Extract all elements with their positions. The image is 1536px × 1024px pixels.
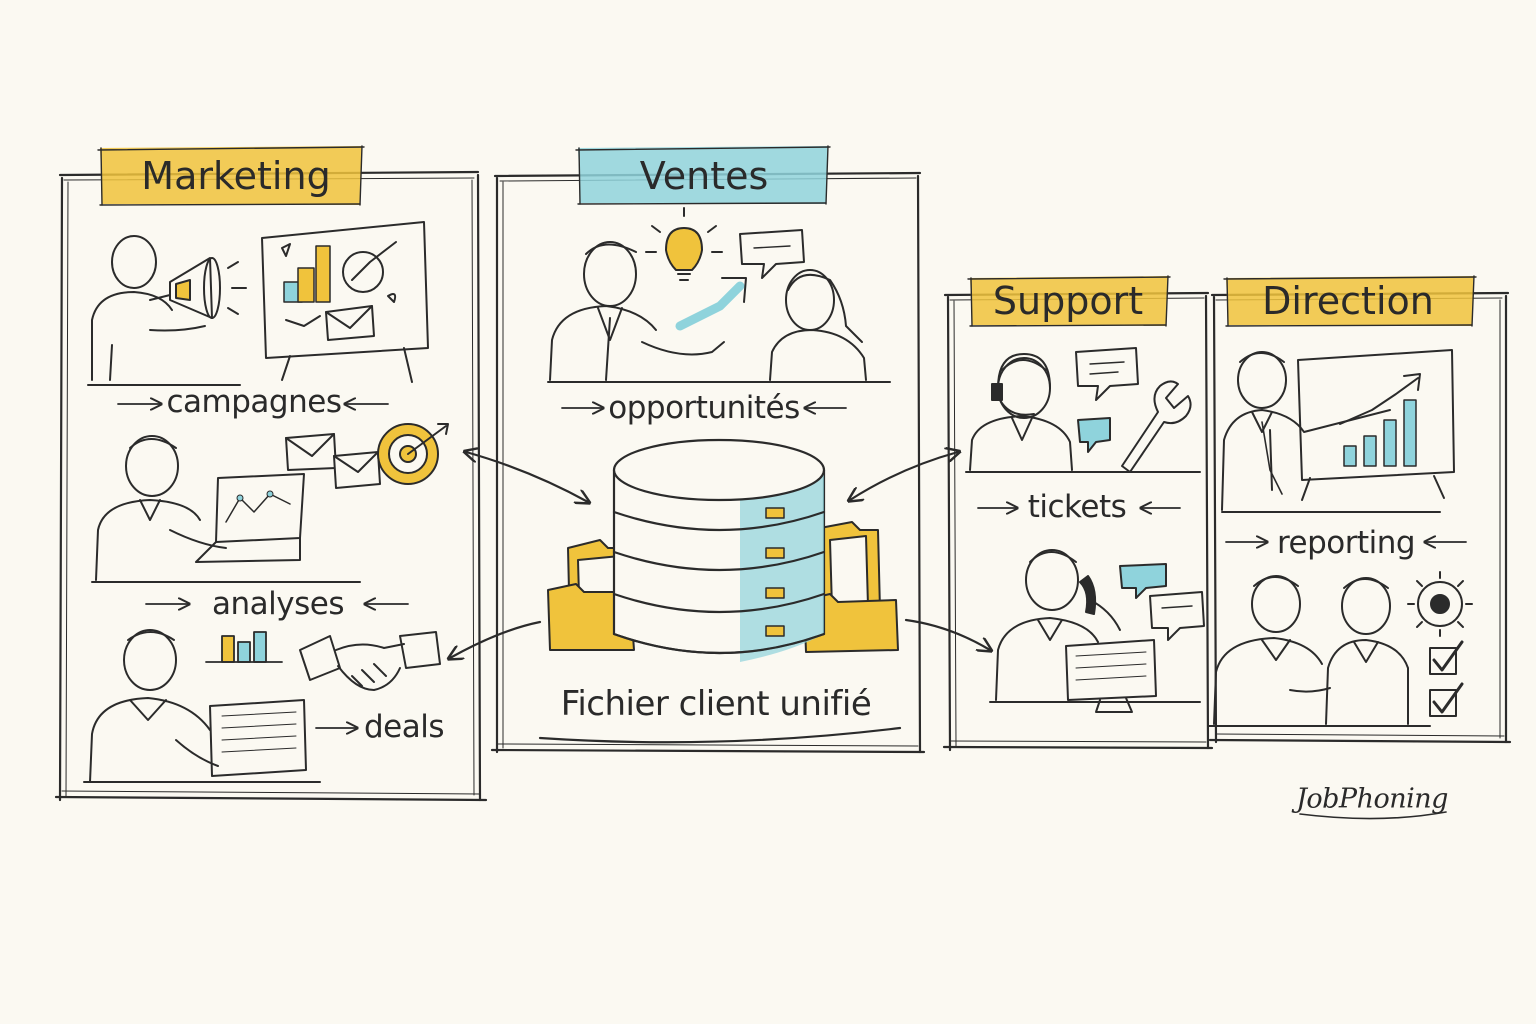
lightbulb-icon xyxy=(645,207,723,281)
title-highlight-support xyxy=(967,275,1171,327)
speech-bubble-icon xyxy=(1075,347,1139,401)
handshake-icon xyxy=(299,631,441,691)
flow-arrows xyxy=(117,404,1467,728)
envelope-icon xyxy=(285,433,381,489)
connector-arrows xyxy=(450,452,990,658)
flow-label-campagnes: campagnes xyxy=(166,384,342,420)
flow-label-opportunites: opportunités xyxy=(608,390,800,426)
title-highlight-marketing xyxy=(97,145,365,206)
trend-arrow-icon xyxy=(675,277,747,331)
title-highlight-ventes xyxy=(575,145,831,205)
direction-presenter-person xyxy=(1221,351,1441,513)
laptop-icon xyxy=(209,699,307,777)
panel-direction xyxy=(1208,291,1512,744)
megaphone-icon xyxy=(169,257,247,319)
brand-logo: JobPhoning xyxy=(1296,783,1448,815)
flow-label-analyses: analyses xyxy=(212,586,344,622)
brand-underline xyxy=(1299,811,1447,820)
speech-bubble-icon xyxy=(1149,591,1205,641)
panel-marketing xyxy=(54,170,488,802)
panel-title-direction: Direction xyxy=(1262,279,1434,323)
ventes-salesman-person xyxy=(547,241,891,383)
database-icon xyxy=(612,438,826,662)
laptop-icon xyxy=(195,473,305,563)
bar-chart-icon xyxy=(205,631,283,663)
panel-title-marketing: Marketing xyxy=(141,154,331,198)
presentation-board-icon xyxy=(1297,349,1455,501)
laptop-icon xyxy=(1065,639,1157,713)
checkbox-icon xyxy=(1429,682,1464,717)
support-caller-person xyxy=(989,549,1201,703)
headset-icon xyxy=(991,353,1051,416)
wrench-icon xyxy=(1121,380,1192,473)
title-highlight-direction xyxy=(1223,275,1477,327)
flow-label-deals: deals xyxy=(363,709,445,745)
panel-title-support: Support xyxy=(992,279,1144,323)
phone-icon xyxy=(1079,575,1121,631)
flow-label-tickets: tickets xyxy=(1027,489,1127,525)
support-agent-person xyxy=(965,357,1201,473)
marketing-presenter-person xyxy=(87,235,241,386)
speech-bubble-icon xyxy=(739,229,805,279)
speech-bubble-icon xyxy=(1119,563,1167,599)
marketing-seller-person xyxy=(83,629,321,783)
checkbox-icon xyxy=(1429,640,1464,675)
panel-title-ventes: Ventes xyxy=(639,154,769,198)
ventes-client-person xyxy=(769,269,867,381)
direction-analyst-person xyxy=(1207,577,1431,727)
presentation-board-icon xyxy=(261,221,429,383)
direction-manager-person xyxy=(1213,575,1331,725)
gear-icon xyxy=(1407,571,1473,637)
folder-icon xyxy=(803,521,899,653)
target-icon xyxy=(377,423,449,485)
center-label: Fichier client unifié xyxy=(560,684,872,724)
speech-bubble-icon xyxy=(1077,417,1111,453)
center-label-underline xyxy=(538,726,902,744)
flow-label-reporting: reporting xyxy=(1276,525,1416,561)
marketing-analyst-person xyxy=(91,435,361,583)
